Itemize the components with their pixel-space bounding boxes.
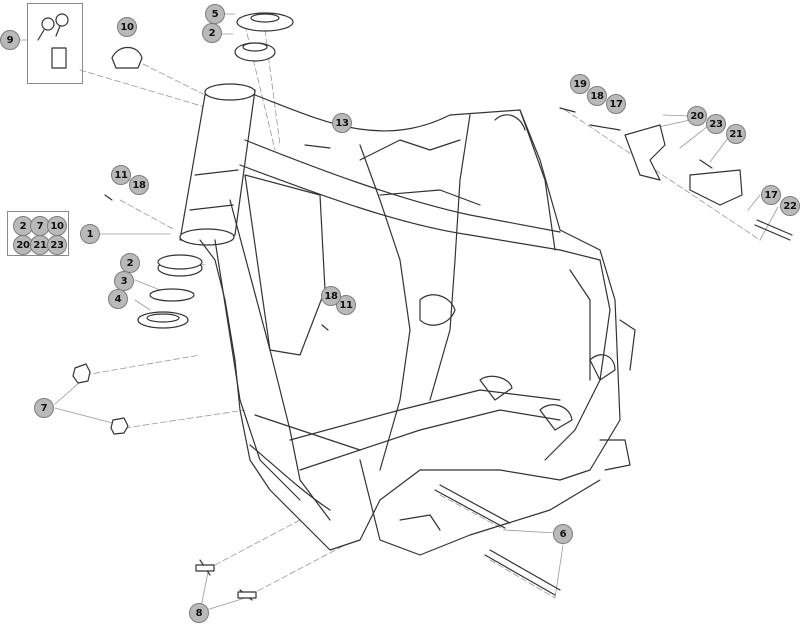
key-set-box xyxy=(27,3,83,84)
callout-7[interactable]: 7 xyxy=(34,398,54,418)
callout-18-left[interactable]: 18 xyxy=(129,175,149,195)
part-bracket-20 xyxy=(624,124,666,181)
part-group-box: 2 7 10 20 21 23 xyxy=(7,211,69,256)
callout-3[interactable]: 3 xyxy=(114,271,134,291)
part-bracket-21 xyxy=(689,169,743,206)
part-bolt-22 xyxy=(754,219,793,241)
callout-22[interactable]: 22 xyxy=(780,196,800,216)
head-tube xyxy=(179,83,256,246)
callout-1[interactable]: 1 xyxy=(80,224,100,244)
part-bearing-2-top xyxy=(234,42,276,62)
part-ring-5 xyxy=(236,12,294,32)
callout-17-top[interactable]: 17 xyxy=(606,94,626,114)
part-ring-3 xyxy=(149,288,195,302)
callout-2-top[interactable]: 2 xyxy=(202,23,222,43)
callout-6[interactable]: 6 xyxy=(553,524,573,544)
part-clip-13 xyxy=(304,144,331,149)
callout-23[interactable]: 23 xyxy=(706,114,726,134)
callout-20[interactable]: 20 xyxy=(687,106,707,126)
callout-11-left[interactable]: 11 xyxy=(111,165,131,185)
group-callout-23[interactable]: 23 xyxy=(47,235,67,255)
group-callout-10[interactable]: 10 xyxy=(47,216,67,236)
callout-19[interactable]: 19 xyxy=(570,74,590,94)
callout-4[interactable]: 4 xyxy=(108,289,128,309)
callout-10[interactable]: 10 xyxy=(117,17,137,37)
callout-11-right[interactable]: 11 xyxy=(336,295,356,315)
leader-lines xyxy=(79,24,761,599)
callout-21[interactable]: 21 xyxy=(726,124,746,144)
callout-17-right[interactable]: 17 xyxy=(761,185,781,205)
part-lock-10 xyxy=(111,46,143,69)
callout-5[interactable]: 5 xyxy=(205,4,225,24)
part-key-set-9 xyxy=(37,13,69,69)
callout-2-bottom[interactable]: 2 xyxy=(120,253,140,273)
callout-18-right[interactable]: 18 xyxy=(321,286,341,306)
part-bearing-2-bottom xyxy=(157,254,203,277)
part-bolt-11 xyxy=(104,194,329,331)
part-bolts-17-19 xyxy=(559,107,713,169)
callout-13[interactable]: 13 xyxy=(332,113,352,133)
part-seal-4 xyxy=(137,311,189,329)
callout-8[interactable]: 8 xyxy=(189,603,209,623)
part-bolt-6 xyxy=(434,484,561,596)
part-nut-7 xyxy=(72,363,129,435)
callout-18-top[interactable]: 18 xyxy=(587,86,607,106)
part-bolt-8 xyxy=(195,559,257,601)
frame-structure xyxy=(199,94,636,556)
callout-9[interactable]: 9 xyxy=(0,30,20,50)
